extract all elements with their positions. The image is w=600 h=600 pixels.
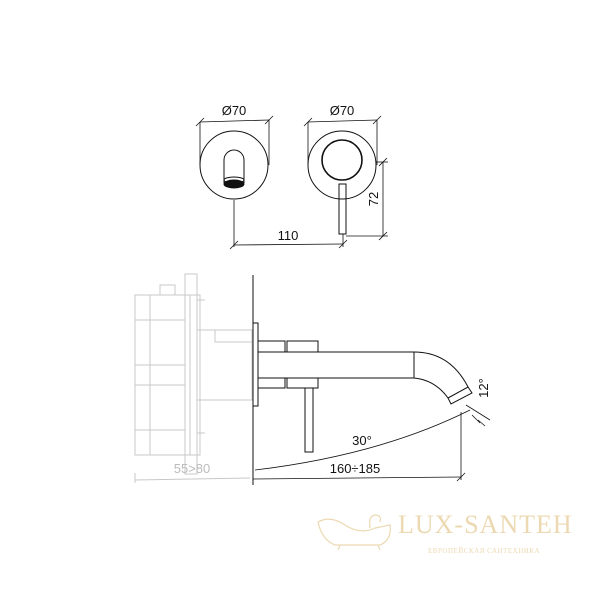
spout-projection-label: 160÷185: [330, 461, 381, 476]
spout-angle-label: 12°: [476, 378, 491, 398]
dimension-lines-side: [252, 404, 491, 482]
spout-front-view: [199, 130, 269, 247]
faucet-side-view: [252, 275, 473, 485]
bathtub-icon: [317, 514, 391, 551]
concealed-body: [134, 273, 253, 483]
lever-angle-label: 30°: [352, 433, 372, 448]
center-distance-label: 110: [278, 228, 299, 243]
lever-height-label: 72: [366, 192, 381, 206]
spout-diameter-label: Ø70: [222, 103, 247, 118]
mixer-front-view: [307, 130, 377, 247]
dimension-lines-front: [195, 115, 388, 250]
mixer-diameter-label: Ø70: [330, 103, 355, 118]
brand-tagline: ЕВРОПЕЙСКАЯ САНТЕХНИКА: [428, 547, 540, 555]
brand-watermark: LUX-SANTEH: [398, 510, 573, 539]
installation-depth-label: 55>80: [174, 461, 211, 476]
